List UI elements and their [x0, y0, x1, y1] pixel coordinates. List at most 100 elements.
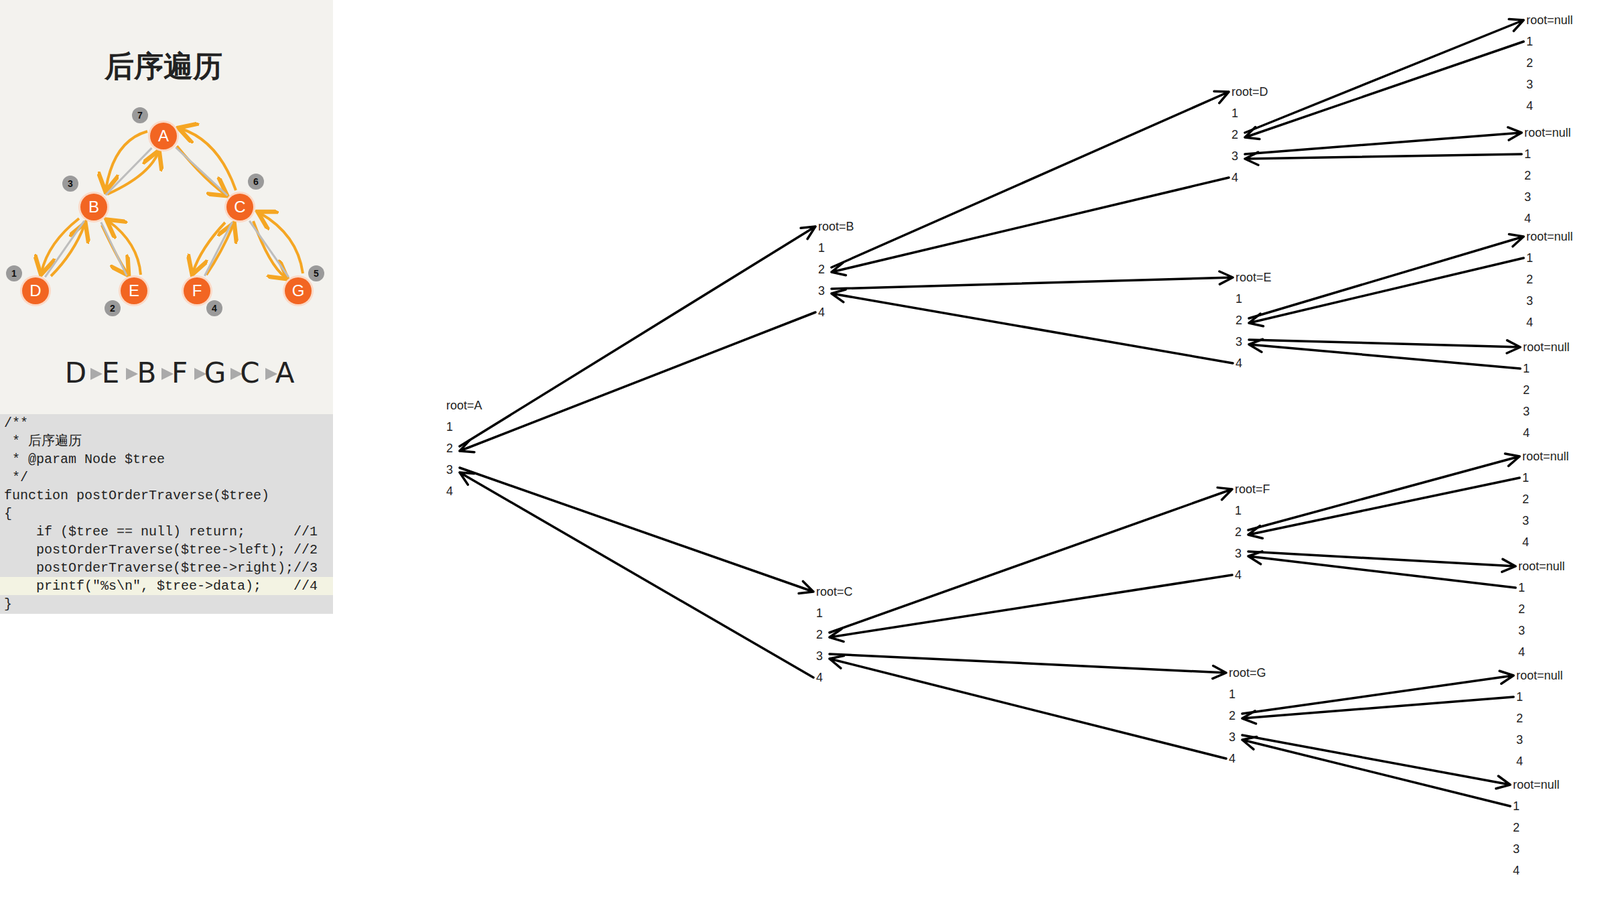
call-arrow	[829, 487, 1233, 633]
line-number: 3	[446, 458, 483, 481]
tree-node: D	[22, 277, 49, 305]
line-number: 1	[1522, 357, 1570, 380]
line-number: 3	[1512, 838, 1560, 860]
call-arrow	[459, 312, 816, 453]
line-number: 3	[1524, 186, 1572, 208]
frame-title: root=null	[1522, 336, 1570, 358]
call-frame: root=null1234	[1522, 336, 1570, 444]
line-number: 2	[816, 623, 853, 646]
tree-node: G	[284, 277, 312, 305]
call-arrow	[829, 655, 1227, 759]
frame-title: root=E	[1235, 266, 1272, 289]
call-frame: root=null1234	[1512, 773, 1560, 882]
call-arrow	[459, 226, 816, 447]
line-number: 4	[1231, 166, 1269, 189]
line-number: 4	[818, 301, 855, 323]
call-frame: root=null1234	[1518, 555, 1566, 663]
line-number: 3	[1235, 330, 1272, 353]
line-number: 1	[1518, 576, 1566, 599]
call-frame: root=A1234	[446, 394, 483, 502]
line-number: 2	[446, 437, 483, 459]
code-line: if ($tree == null) return; //1	[36, 522, 318, 541]
line-number: 2	[1228, 704, 1267, 727]
line-number: 3	[1522, 509, 1570, 532]
line-number: 4	[1516, 750, 1564, 772]
code-highlight	[0, 576, 333, 595]
frame-title: D	[29, 281, 41, 301]
call-frame: root=null1234	[1526, 9, 1574, 117]
tree-edge	[249, 221, 289, 278]
line-number: 2	[1524, 164, 1572, 187]
tree-node: F	[183, 277, 211, 305]
line-number: 3	[818, 280, 855, 302]
line-number: 3	[1228, 726, 1267, 748]
call-arrow	[1248, 233, 1524, 319]
line-number: 4	[1526, 95, 1574, 117]
code-line: {	[4, 504, 13, 523]
sequence-letter: D	[64, 356, 87, 390]
sequence-letter: C	[239, 356, 260, 390]
call-arrow	[1248, 339, 1521, 369]
code-line: postOrderTraverse($tree->left); //2	[36, 540, 318, 559]
call-arrow	[1244, 19, 1524, 133]
callout-number: 7	[131, 107, 149, 124]
line-number: 1	[1512, 795, 1560, 817]
line-number: 3	[1231, 145, 1269, 167]
line-number: 2	[1526, 52, 1574, 74]
line-number: 3	[1518, 619, 1566, 642]
call-frame: root=F1234	[1234, 478, 1271, 586]
callout-number: 5	[308, 265, 325, 282]
line-number: 3	[1516, 728, 1564, 751]
call-frame: root=C1234	[816, 580, 853, 689]
sequence-letter: A	[275, 356, 295, 390]
call-frame: root=null1234	[1524, 121, 1572, 230]
frame-title: root=F	[1234, 478, 1271, 500]
call-frame: root=B1234	[818, 215, 855, 323]
call-frame: root=G1234	[1228, 661, 1267, 770]
line-number: 3	[816, 645, 853, 667]
code-ground	[0, 414, 333, 614]
callout-number: 3	[62, 175, 79, 192]
line-number: 4	[1524, 207, 1572, 230]
line-number: 1	[446, 416, 483, 438]
call-arrow	[831, 177, 1229, 276]
line-number: 2	[1518, 598, 1566, 620]
line-number: 1	[816, 602, 853, 624]
tree-edge	[105, 148, 153, 195]
line-number: 1	[1228, 683, 1267, 705]
line-number: 4	[1235, 352, 1272, 374]
line-number: 2	[1235, 309, 1272, 331]
line-number: 2	[1234, 521, 1271, 543]
call-arrow	[1244, 152, 1522, 165]
code-line: postOrderTraverse($tree->right);//3	[36, 558, 318, 577]
frame-title: E	[128, 281, 140, 301]
line-number: 4	[1526, 311, 1574, 333]
code-line: function postOrderTraverse($tree)	[4, 486, 270, 505]
call-frame: root=null1234	[1516, 664, 1564, 772]
call-arrow	[1242, 696, 1514, 724]
code-line: * @param Node $tree	[12, 450, 165, 469]
line-number: 1	[1526, 30, 1574, 53]
frame-title: root=C	[816, 580, 853, 603]
traversal-arrows	[41, 128, 303, 278]
call-arrow	[1244, 41, 1524, 140]
sequence-letter: B	[137, 356, 157, 390]
code-line: * 后序遍历	[12, 432, 82, 451]
line-number: 3	[1526, 290, 1574, 312]
sequence-letter: F	[171, 356, 188, 390]
call-arrow	[1248, 453, 1520, 530]
call-arrow	[1244, 127, 1522, 155]
line-number: 2	[1522, 379, 1570, 401]
tree-edge	[44, 221, 84, 278]
call-arrow	[1242, 735, 1511, 789]
frame-title: root=null	[1516, 664, 1564, 687]
line-number: 2	[1231, 123, 1269, 146]
line-number: 3	[1522, 400, 1570, 423]
sequence-letter: G	[204, 356, 227, 390]
frame-title: root=null	[1526, 9, 1574, 31]
line-number: 3	[1526, 73, 1574, 96]
line-number: 2	[1516, 707, 1564, 729]
call-arrow	[459, 472, 814, 678]
line-number: 4	[1518, 641, 1566, 663]
